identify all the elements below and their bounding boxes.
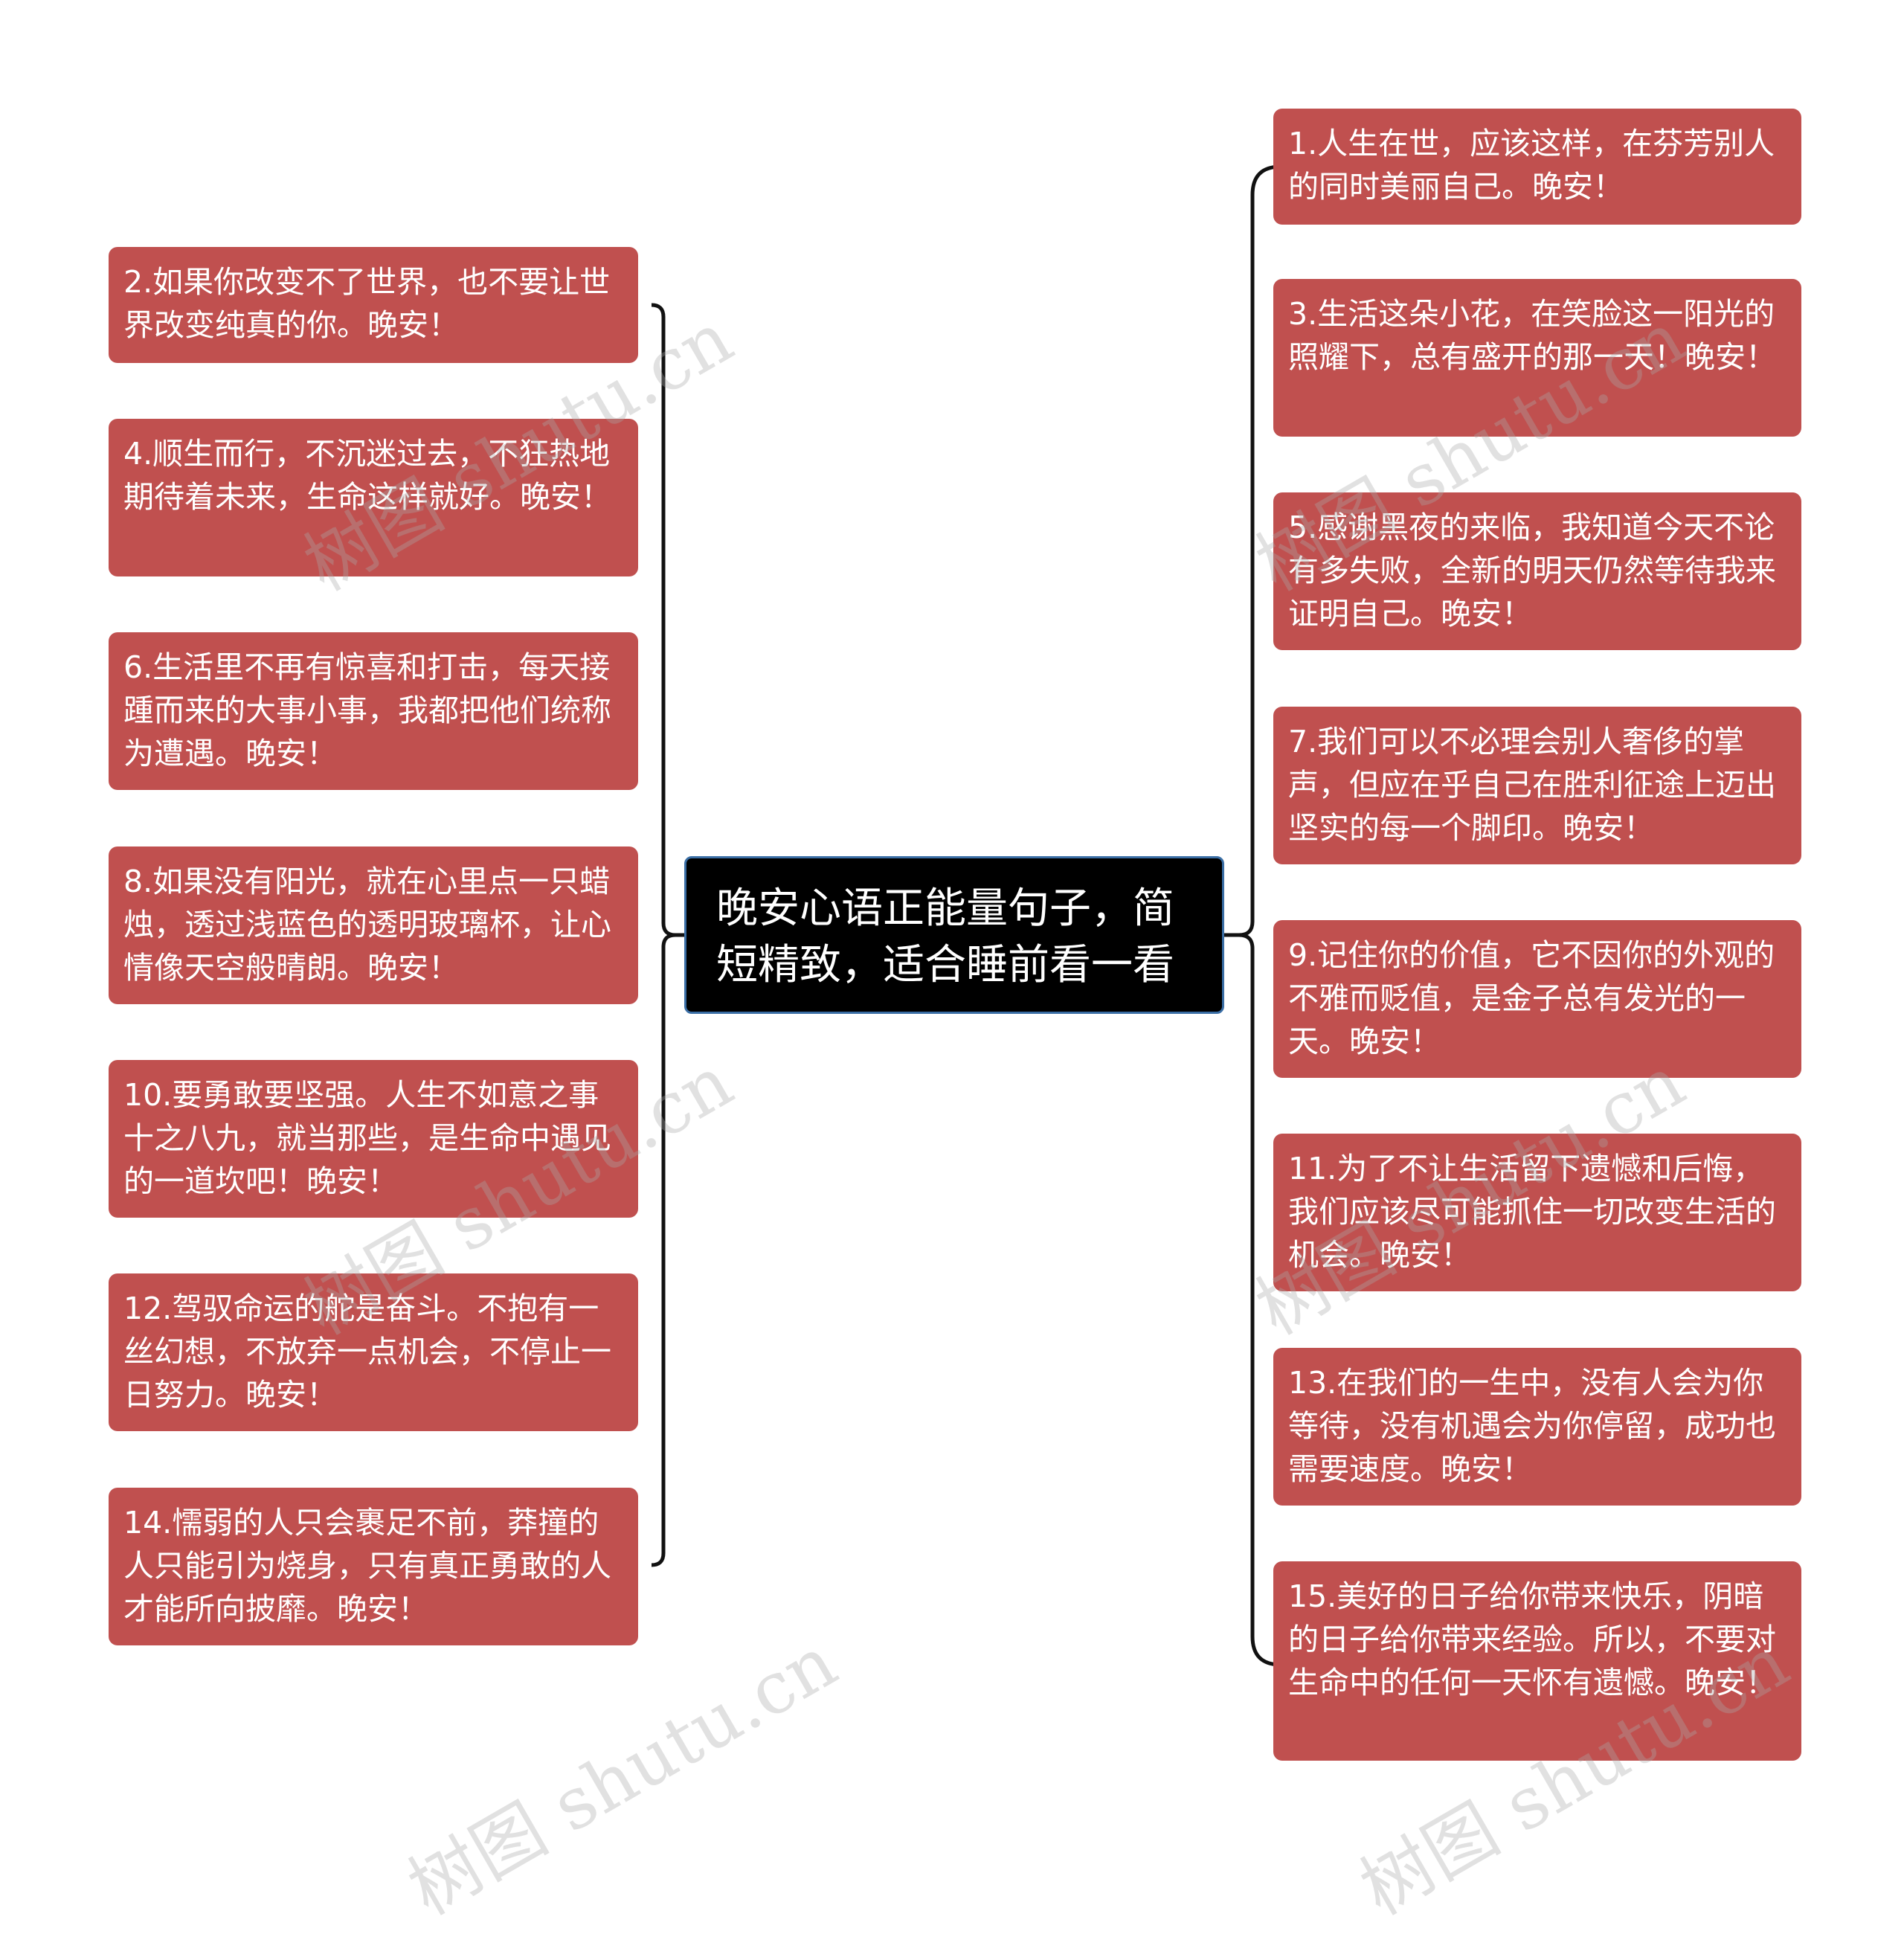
left-node-8[interactable]: 8.如果没有阳光，就在心里点一只蜡烛，透过浅蓝色的透明玻璃杯，让心情像天空般晴朗… <box>109 846 638 1004</box>
left-node-6[interactable]: 6.生活里不再有惊喜和打击，每天接踵而来的大事小事，我都把他们统称为遭遇。晚安！ <box>109 632 638 790</box>
right-node-3[interactable]: 3.生活这朵小花，在笑脸这一阳光的照耀下，总有盛开的那一天！晚安！ <box>1273 279 1801 437</box>
root-topic[interactable]: 晚安心语正能量句子，简短精致，适合睡前看一看 <box>684 856 1224 1014</box>
right-node-9[interactable]: 9.记住你的价值，它不因你的外观的不雅而贬值，是金子总有发光的一天。晚安！ <box>1273 920 1801 1078</box>
right-node-15[interactable]: 15.美好的日子给你带来快乐，阴暗的日子给你带来经验。所以，不要对生命中的任何一… <box>1273 1561 1801 1761</box>
connector-lines <box>651 164 1281 1667</box>
left-node-4[interactable]: 4.顺生而行，不沉迷过去，不狂热地期待着未来，生命这样就好。晚安！ <box>109 419 638 576</box>
right-node-7[interactable]: 7.我们可以不必理会别人奢侈的掌声，但应在乎自己在胜利征途上迈出坚实的每一个脚印… <box>1273 707 1801 864</box>
left-node-10[interactable]: 10.要勇敢要坚强。人生不如意之事十之八九，就当那些，是生命中遇见的一道坎吧！晚… <box>109 1060 638 1218</box>
left-bracket-line <box>651 303 676 1567</box>
right-node-13[interactable]: 13.在我们的一生中，没有人会为你等待，没有机遇会为你停留，成功也需要速度。晚安… <box>1273 1348 1801 1506</box>
left-node-2[interactable]: 2.如果你改变不了世界，也不要让世界改变纯真的你。晚安！ <box>109 247 638 363</box>
left-node-12[interactable]: 12.驾驭命运的舵是奋斗。不抱有一丝幻想，不放弃一点机会，不停止一日努力。晚安！ <box>109 1273 638 1431</box>
mindmap-canvas: 晚安心语正能量句子，简短精致，适合睡前看一看 2.如果你改变不了世界，也不要让世… <box>109 109 1802 1931</box>
right-node-11[interactable]: 11.为了不让生活留下遗憾和后悔，我们应该尽可能抓住一切改变生活的机会。晚安！ <box>1273 1134 1801 1291</box>
right-node-5[interactable]: 5.感谢黑夜的来临，我知道今天不论有多失败，全新的明天仍然等待我来证明自己。晚安… <box>1273 492 1801 650</box>
right-node-1[interactable]: 1.人生在世，应该这样，在芬芳别人的同时美丽自己。晚安！ <box>1273 109 1801 225</box>
left-node-14[interactable]: 14.懦弱的人只会裹足不前，莽撞的人只能引为烧身，只有真正勇敢的人才能所向披靡。… <box>109 1488 638 1645</box>
